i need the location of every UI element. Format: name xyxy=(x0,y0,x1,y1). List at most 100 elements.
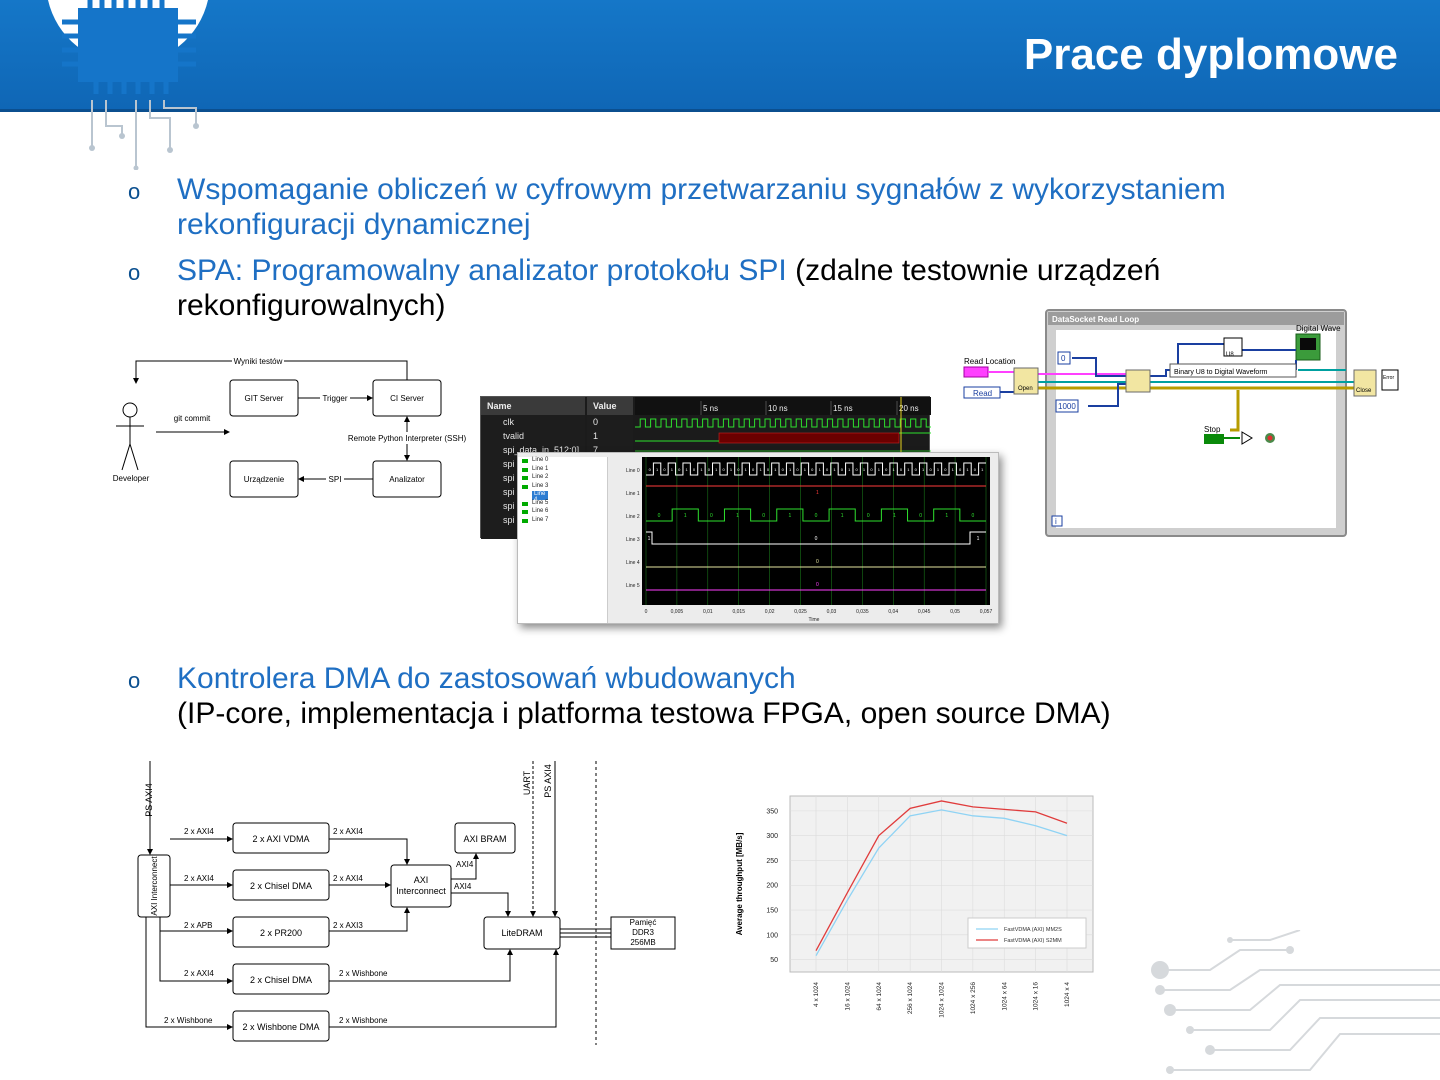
lv-convert-block[interactable] xyxy=(1169,363,1297,378)
la-bit-value: 0 xyxy=(826,467,829,472)
la-line-label: Line 0 xyxy=(626,468,640,474)
la-bit-value: 1 xyxy=(848,467,851,472)
chart-series-line-2 xyxy=(815,800,1068,951)
lv-read-location-control[interactable] xyxy=(963,366,989,378)
la-trace-line3 xyxy=(646,531,986,545)
lv-stop-button[interactable] xyxy=(1204,434,1224,444)
la-bit-value: 0 xyxy=(663,467,666,472)
sim-signal-name[interactable]: spi xyxy=(503,459,515,469)
bullet-1-text: Wspomaganie obliczeń w cyfrowym przetwar… xyxy=(177,173,1226,241)
bullet-3-title: Kontrolera DMA do zastosowań wbudowanych xyxy=(177,662,796,695)
sim-signal-name[interactable]: clk xyxy=(503,417,514,427)
la-bit-value: 0 xyxy=(867,513,870,519)
sim-time-label: 10 ns xyxy=(768,404,788,413)
bullet-3-detail: (IP-core, implementacja i platforma test… xyxy=(177,697,1111,730)
la-bit-value: 0 xyxy=(811,467,814,472)
sim-signal-value: 1 xyxy=(593,431,599,441)
la-x-tick: 0,005 xyxy=(671,609,684,615)
la-line-label: Line 5 xyxy=(626,583,640,589)
la-bit-value: 0 xyxy=(649,467,652,472)
la-line-label: Line 3 xyxy=(626,537,640,543)
chart-x-tick: 64 x 1024 xyxy=(876,982,883,1011)
la-line-item[interactable]: Line 6 xyxy=(518,508,607,517)
dma-ps-axi4-left: PS AXI4 xyxy=(144,783,154,817)
lv-const-1000[interactable] xyxy=(1055,399,1079,413)
la-bit-value: 0 xyxy=(972,513,975,519)
la-bit-value: 0 xyxy=(959,467,962,472)
la-bit-value: 1 xyxy=(804,467,807,472)
la-bit-value: 1 xyxy=(907,467,910,472)
la-bit-value: 1 xyxy=(648,536,651,542)
circuit-decoration xyxy=(1151,930,1440,1074)
lv-error-block[interactable] xyxy=(1381,369,1399,391)
la-bit-value: 0 xyxy=(816,559,819,565)
ci-diagram: Wyniki testów git commit Developer GIT S… xyxy=(113,354,468,498)
svg-text:i: i xyxy=(1055,517,1057,526)
ci-label-device: Urządzenie xyxy=(244,475,285,484)
lv-close-block[interactable] xyxy=(1353,369,1377,397)
dma-block-chisel: 2 x Chisel DMA xyxy=(250,881,312,891)
sim-signal-name[interactable]: spi_data_in_512:0] xyxy=(503,445,580,455)
la-bit-value: 0 xyxy=(737,467,740,472)
chart-x-tick: 1024 x 64 xyxy=(1001,982,1008,1011)
la-x-tick: 0 xyxy=(645,609,648,615)
dma-edge-label: 2 x APB xyxy=(184,921,212,930)
la-bit-value: 0 xyxy=(870,467,873,472)
lv-const-1000-label: 1000 xyxy=(1058,402,1076,411)
bullet-marker: o xyxy=(128,668,141,693)
lv-u8-block[interactable] xyxy=(1223,337,1243,357)
ci-label-trigger: Trigger xyxy=(322,394,347,403)
logic-analyzer-window: Line 0 Line 1 Line 2 Line 3 Line 4 Line … xyxy=(517,452,999,624)
chart-y-tick: 300 xyxy=(766,833,778,840)
la-x-tick: 0,015 xyxy=(732,609,745,615)
lv-digital-wave: Digital Wave xyxy=(1296,324,1341,333)
la-line-item[interactable]: Line 5 xyxy=(518,500,607,509)
dma-edge-label: 2 x AXI4 xyxy=(333,827,363,836)
la-bit-value: 0 xyxy=(658,513,661,519)
la-bit-value: 1 xyxy=(686,467,689,472)
la-bit-value: 1 xyxy=(816,490,819,496)
sim-signal-name[interactable]: tvalid xyxy=(503,431,525,441)
la-bit-value: 1 xyxy=(878,467,881,472)
la-line-label: Line 1 xyxy=(626,491,640,497)
la-line-item[interactable]: Line 1 xyxy=(518,466,607,475)
dma-ps-axi4-right: PS AXI4 xyxy=(543,764,553,798)
la-bit-value: 0 xyxy=(710,513,713,519)
dma-edge-label: 2 x AXI4 xyxy=(184,827,214,836)
dma-uart: UART xyxy=(522,770,532,795)
sim-signal-name[interactable]: spi xyxy=(503,473,515,483)
sim-signal-name[interactable]: spi xyxy=(503,515,515,525)
dma-block-memory: DDR3 xyxy=(632,928,654,937)
chart-y-tick: 250 xyxy=(766,858,778,865)
la-bit-value: 0 xyxy=(915,467,918,472)
la-bit-value: 1 xyxy=(684,513,687,519)
dma-edge-label: AXI4 xyxy=(456,860,474,869)
chart-series-line-1 xyxy=(815,809,1068,956)
ci-label-developer: Developer xyxy=(113,474,150,483)
dma-block-memory: Pamięć xyxy=(630,918,657,927)
sim-value-header: Value xyxy=(587,397,633,415)
la-bit-value: 0 xyxy=(722,467,725,472)
la-line-item[interactable]: Line 7 xyxy=(518,517,607,526)
la-x-tick: 0,04 xyxy=(888,609,898,615)
la-line-item[interactable]: Line 0 xyxy=(518,457,607,466)
slide-title: Prace dyplomowe xyxy=(1023,30,1398,79)
sim-signal-name[interactable]: spi xyxy=(503,501,515,511)
la-line-item[interactable]: Line 2 xyxy=(518,474,607,483)
la-line-item-selected[interactable]: Line 4 xyxy=(532,491,548,503)
la-x-tick: 0,045 xyxy=(918,609,931,615)
ci-label-analyzer: Analizator xyxy=(389,475,425,484)
la-bit-value: 1 xyxy=(892,467,895,472)
chart-legend-label: FastVDMA (AXI) S2MM xyxy=(1004,938,1062,944)
lv-open-block[interactable] xyxy=(1013,367,1039,395)
header-bottom-line xyxy=(0,109,1440,112)
sim-signal-name[interactable]: spi xyxy=(503,487,515,497)
la-line-item[interactable]: Line 3 xyxy=(518,483,607,492)
bullet-marker: o xyxy=(128,179,141,204)
lv-const-zero[interactable] xyxy=(1057,351,1071,365)
lv-read-block[interactable] xyxy=(1125,369,1151,393)
sim-time-label: 20 ns xyxy=(899,404,919,413)
dma-edge-label: 2 x Wishbone xyxy=(339,969,388,978)
la-bit-value: 0 xyxy=(816,582,819,588)
